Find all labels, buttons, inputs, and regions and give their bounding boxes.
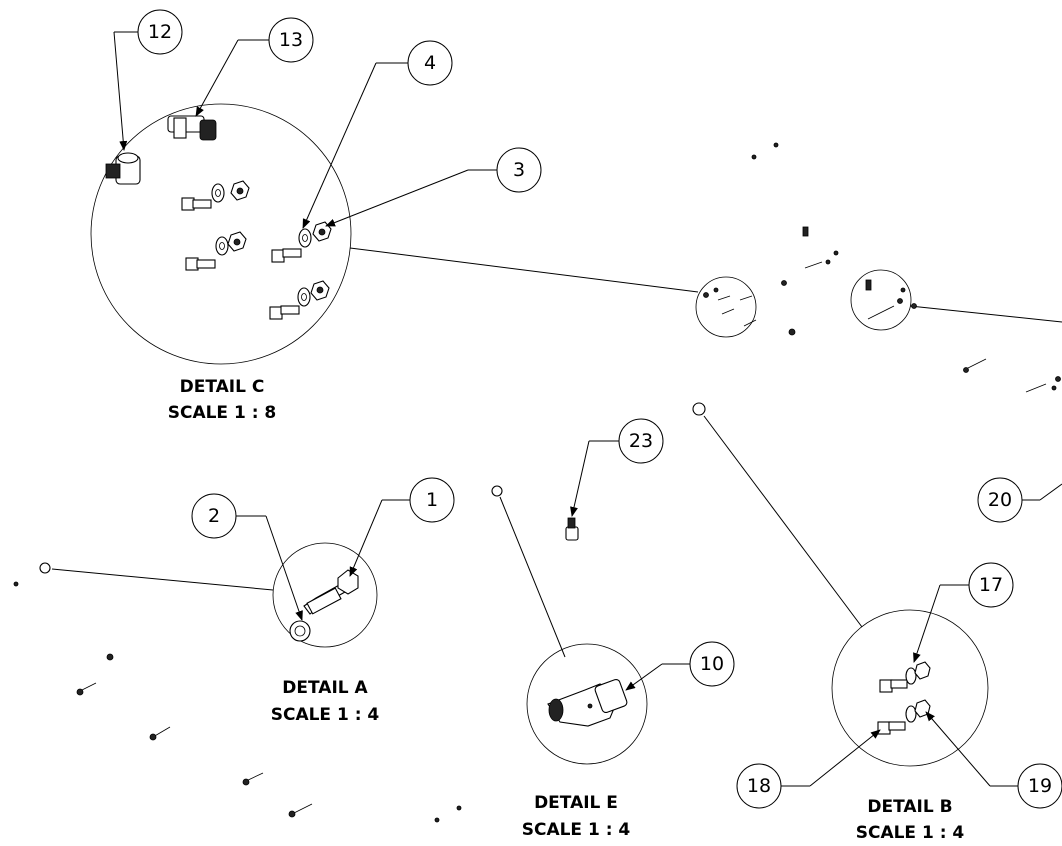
- balloon-10-label: 10: [700, 653, 724, 675]
- bolt-row-3: [271, 221, 332, 263]
- bolt-row-2: [185, 231, 247, 271]
- balloon-13-label: 13: [279, 29, 303, 51]
- balloon-4: 4: [302, 40, 453, 229]
- balloon-1-label: 1: [426, 489, 438, 511]
- elbow-fitting-12: [105, 152, 141, 185]
- balloon-20: 20: [977, 477, 1062, 523]
- balloon-10: 10: [625, 641, 735, 691]
- bolt-row-1: [181, 180, 250, 211]
- detail-e: DETAIL E SCALE 1 : 4: [491, 485, 648, 840]
- balloon-4-label: 4: [424, 52, 436, 74]
- detail-a-title: DETAIL A: [282, 678, 368, 698]
- balloon-2-label: 2: [208, 505, 220, 527]
- balloon-18: 18: [736, 729, 881, 809]
- detail-b-callout-circle: [850, 269, 912, 331]
- balloon-1: 1: [349, 477, 455, 577]
- detail-a: DETAIL A SCALE 1 : 4: [13, 542, 462, 823]
- detail-c-callout-circle: [695, 276, 757, 338]
- detail-c-scale: SCALE 1 : 8: [168, 403, 277, 423]
- elbow-90-fitting: [547, 678, 628, 727]
- balloon-23-label: 23: [629, 430, 653, 452]
- detail-a-boundary: [272, 542, 378, 648]
- detail-a-scale: SCALE 1 : 4: [271, 705, 380, 725]
- balloon-19-label: 19: [1028, 775, 1052, 797]
- detail-e-scale: SCALE 1 : 4: [522, 820, 631, 840]
- balloon-18-label: 18: [747, 775, 771, 797]
- balloon-19: 19: [925, 711, 1062, 809]
- detail-c-reference-line: [349, 247, 699, 293]
- detail-b-scale: SCALE 1 : 4: [856, 823, 965, 843]
- detail-c-boundary: [90, 103, 352, 365]
- balloon-17: 17: [913, 562, 1014, 663]
- detail-e-boundary: [526, 643, 648, 765]
- detail-c-title: DETAIL C: [180, 377, 265, 397]
- bolt-washer-nut-lower: [877, 699, 931, 735]
- balloon-12: 12: [113, 9, 183, 151]
- detail-e-title: DETAIL E: [534, 793, 618, 813]
- part-23-fitting: [565, 517, 579, 541]
- loose-bolts-left: [76, 653, 462, 823]
- balloon-23: 23: [570, 418, 664, 517]
- bolt-assembly-a: [289, 569, 359, 642]
- detail-b: DETAIL B SCALE 1 : 4: [692, 402, 989, 843]
- bolt-washer-nut-upper: [879, 661, 931, 693]
- main-exploded-view: [695, 142, 1062, 393]
- balloon-12-label: 12: [148, 21, 172, 43]
- detail-c: DETAIL C SCALE 1 : 8: [90, 103, 699, 423]
- bolt-row-4: [269, 280, 330, 320]
- balloon-13: 13: [195, 17, 314, 117]
- balloon-3: 3: [325, 147, 542, 227]
- balloon-3-label: 3: [513, 159, 525, 181]
- tee-fitting-13: [167, 115, 217, 141]
- balloon-17-label: 17: [979, 574, 1003, 596]
- detail-b-boundary: [831, 609, 989, 767]
- balloon-2: 2: [191, 493, 303, 621]
- balloon-20-label: 20: [988, 489, 1012, 511]
- detail-b-title: DETAIL B: [867, 797, 952, 817]
- small-parts-cluster: [703, 142, 1061, 393]
